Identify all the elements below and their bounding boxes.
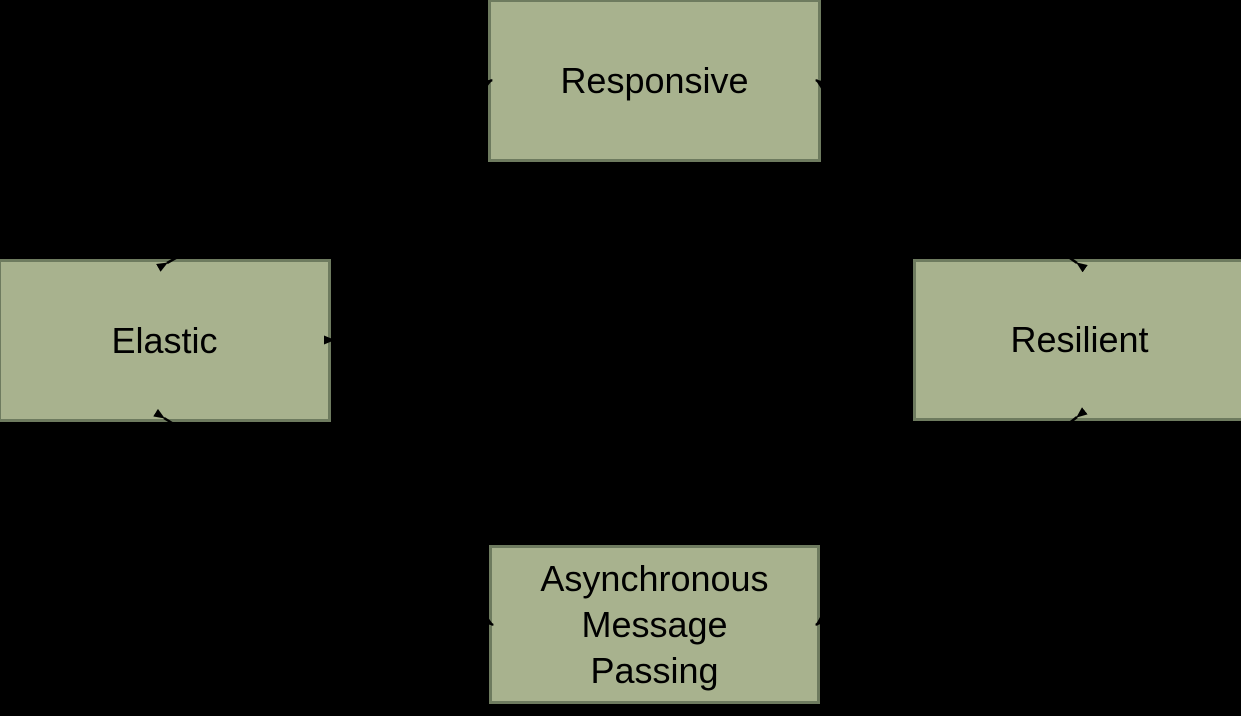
arrow-elastic-responsive bbox=[156, 78, 493, 272]
node-message-passing-line-1: Asynchronous bbox=[540, 557, 769, 599]
node-elastic-label: Elastic bbox=[111, 319, 218, 361]
node-responsive: Responsive bbox=[488, 0, 821, 162]
node-responsive-label: Responsive bbox=[560, 59, 749, 101]
arrow-resilient-message-passing bbox=[815, 407, 1088, 626]
node-message-passing-label: Asynchronous Message Passing bbox=[540, 556, 768, 694]
arrow-resilient-responsive bbox=[815, 78, 1088, 273]
node-message-passing-line-3: Passing bbox=[590, 649, 719, 691]
node-message-passing: Asynchronous Message Passing bbox=[489, 545, 820, 704]
node-message-passing-line-2: Message bbox=[581, 603, 728, 645]
arrow-elastic-message-passing bbox=[153, 408, 494, 627]
node-resilient-label: Resilient bbox=[1010, 319, 1149, 360]
node-resilient: Resilient bbox=[913, 259, 1241, 421]
node-elastic: Elastic bbox=[0, 259, 331, 422]
